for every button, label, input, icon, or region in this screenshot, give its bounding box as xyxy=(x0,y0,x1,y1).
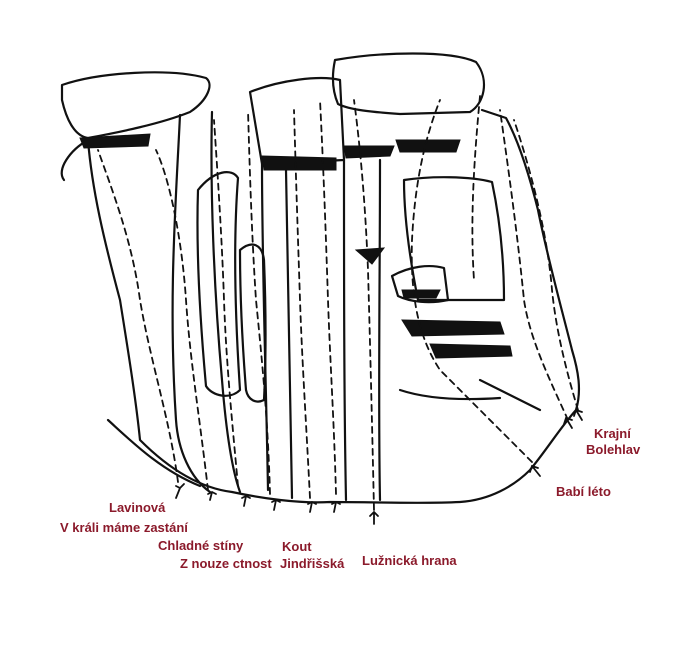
route-label-lavinova: Lavinová xyxy=(109,500,166,515)
route-label-krajni: Krajní xyxy=(594,426,631,441)
route-line-v-krali xyxy=(155,149,209,491)
route-line-z-nouze xyxy=(247,109,271,495)
route-line-bolehlav xyxy=(513,119,579,411)
right-summit-block xyxy=(331,52,486,116)
overhang-shadow xyxy=(79,133,151,149)
route-label-bolehlav: Bolehlav xyxy=(586,442,641,457)
route-line-lavinova xyxy=(97,149,179,483)
route-line-kout xyxy=(293,109,311,499)
route-label-jindrisska: Jindřišská xyxy=(280,556,345,571)
route-label-v-krali-mame-zastani: V králi máme zastání xyxy=(60,520,188,535)
route-label-luznicka-hrana: Lužnická hrana xyxy=(362,553,457,568)
ground-line xyxy=(106,418,202,488)
route-label-chladne-stiny: Chladné stíny xyxy=(158,538,244,553)
center-summit-block xyxy=(248,77,346,166)
route-label-kout: Kout xyxy=(282,539,312,554)
route-line-luznicka xyxy=(353,99,375,511)
left-summit-block xyxy=(60,71,211,140)
route-line-krajni xyxy=(499,109,569,421)
route-label-z-nouze-ctnost: Z nouze ctnost xyxy=(180,556,272,571)
route-label-babi-leto: Babí léto xyxy=(556,484,611,499)
tower-outline xyxy=(86,108,581,504)
start-arrow xyxy=(175,483,185,499)
route-line-babi-leto xyxy=(410,99,533,463)
route-line-chladne-stiny xyxy=(213,119,239,487)
route-line-jindrisska xyxy=(319,99,337,495)
